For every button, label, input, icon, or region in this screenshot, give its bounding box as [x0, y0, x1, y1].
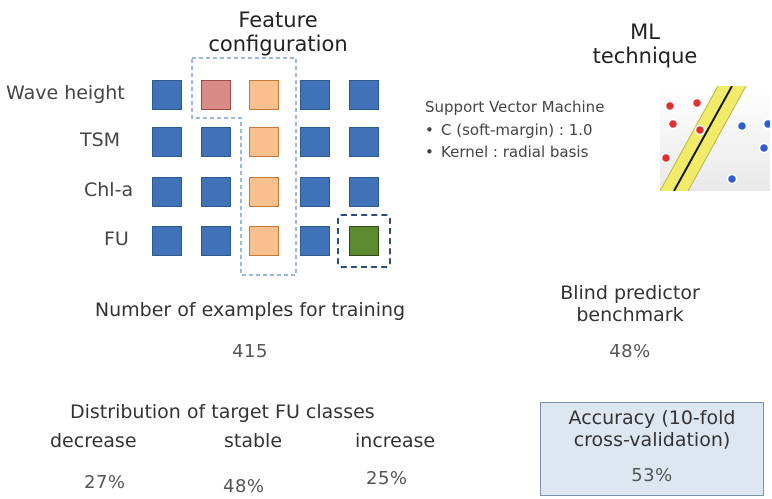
- feature-config-title: Feature configuration: [208, 8, 348, 57]
- training-label: Number of examples for training: [94, 299, 406, 321]
- feature-cell-target-green: [349, 226, 379, 256]
- feature-cell: [152, 226, 182, 256]
- blind-predictor-value: 48%: [609, 341, 651, 362]
- ml-method-name: Support Vector Machine: [425, 98, 605, 116]
- feature-cell: [349, 80, 379, 110]
- class-stable-value: 48%: [223, 476, 265, 497]
- feature-cell: [201, 127, 231, 157]
- class-decrease-value: 27%: [84, 472, 126, 493]
- feature-cell-selected-orange: [249, 127, 279, 157]
- ml-bullet-c: •C (soft-margin) : 1.0: [425, 121, 593, 139]
- class-increase-value: 25%: [366, 468, 408, 489]
- target-fu-outline: [337, 214, 391, 268]
- feature-cell: [201, 177, 231, 207]
- feature-cell: [152, 177, 182, 207]
- feature-cell: [300, 177, 330, 207]
- accuracy-value: 53%: [631, 465, 673, 486]
- feature-cell: [152, 127, 182, 157]
- feature-cell: [349, 127, 379, 157]
- feature-cell: [300, 226, 330, 256]
- class-decrease-label: decrease: [50, 430, 137, 452]
- accuracy-box: [540, 402, 764, 496]
- feature-cell-selected-red: [201, 80, 231, 110]
- row-label-fu: FU: [104, 228, 129, 250]
- blind-predictor-label: Blind predictor benchmark: [560, 282, 700, 326]
- feature-cell: [349, 177, 379, 207]
- row-label-chl-a: Chl-a: [84, 179, 134, 201]
- feature-cell-selected-orange: [249, 80, 279, 110]
- ml-bullet-kernel: •Kernel : radial basis: [425, 143, 589, 161]
- ml-technique-title: ML technique: [592, 20, 698, 69]
- training-value: 415: [232, 341, 268, 362]
- feature-cell: [300, 80, 330, 110]
- svm-margin-icon: [660, 86, 770, 191]
- class-stable-label: stable: [224, 430, 283, 452]
- feature-cell: [152, 80, 182, 110]
- accuracy-label: Accuracy (10-fold cross-validation): [568, 407, 736, 451]
- feature-cell: [300, 127, 330, 157]
- feature-cell: [201, 226, 231, 256]
- row-label-tsm: TSM: [80, 129, 121, 151]
- row-label-wave-height: Wave height: [6, 82, 125, 104]
- feature-cell-selected-orange: [249, 226, 279, 256]
- distribution-title: Distribution of target FU classes: [70, 401, 375, 423]
- class-increase-label: increase: [355, 430, 436, 452]
- feature-cell-selected-orange: [249, 177, 279, 207]
